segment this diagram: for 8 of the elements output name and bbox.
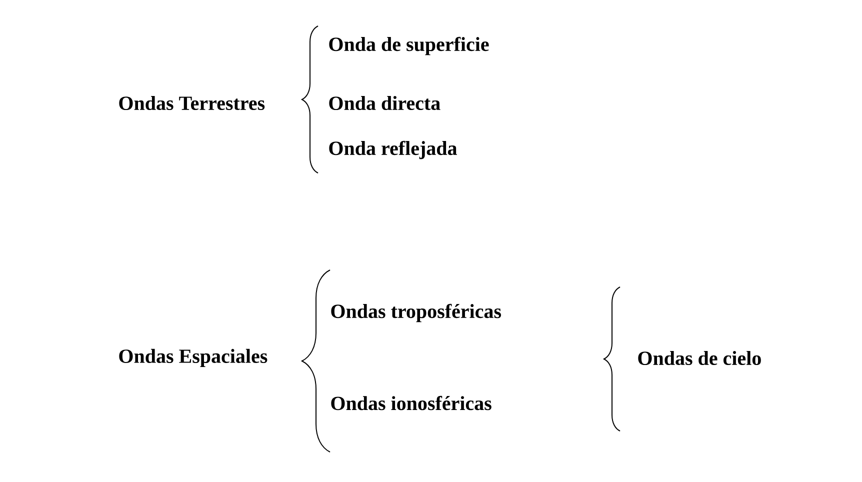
label-text: Ondas troposféricas: [331, 304, 502, 322]
label-text: Onda directa: [329, 96, 440, 110]
label-text: Ondas ionosféricas: [331, 396, 492, 410]
label-text: Onda reflejada: [329, 140, 457, 160]
label-text: Ondas Terrestres: [119, 96, 265, 110]
label-text: Onda de superficie: [329, 36, 489, 56]
label-text: Ondas de cielo: [638, 350, 761, 366]
label-text: Ondas Espaciales: [119, 348, 268, 368]
